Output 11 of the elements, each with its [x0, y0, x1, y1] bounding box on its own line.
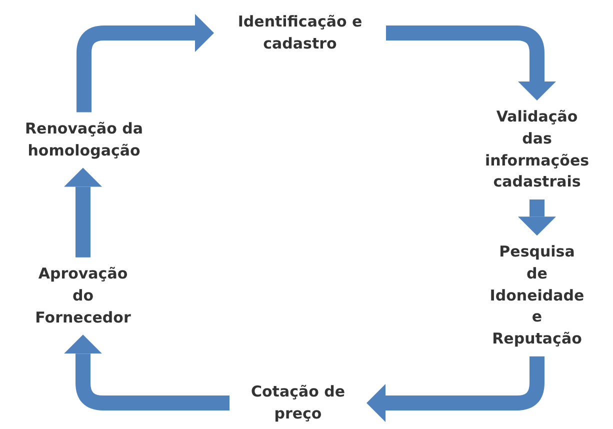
step-label: Validação das informações cadastrais [484, 106, 590, 193]
block-arrow [64, 334, 230, 410]
block-arrow [76, 14, 214, 112]
step-label: Renovação da homologação [24, 118, 144, 161]
block-arrow [518, 200, 556, 236]
block-arrow [64, 168, 102, 258]
step-label: Cotação de preço [250, 381, 346, 424]
step-label: Pesquisa de Idoneidade e Reputação [490, 242, 584, 350]
block-arrow [386, 26, 556, 100]
step-label: Identificação e cadastro [236, 11, 364, 54]
step-label: Aprovação do Fornecedor [34, 263, 132, 328]
